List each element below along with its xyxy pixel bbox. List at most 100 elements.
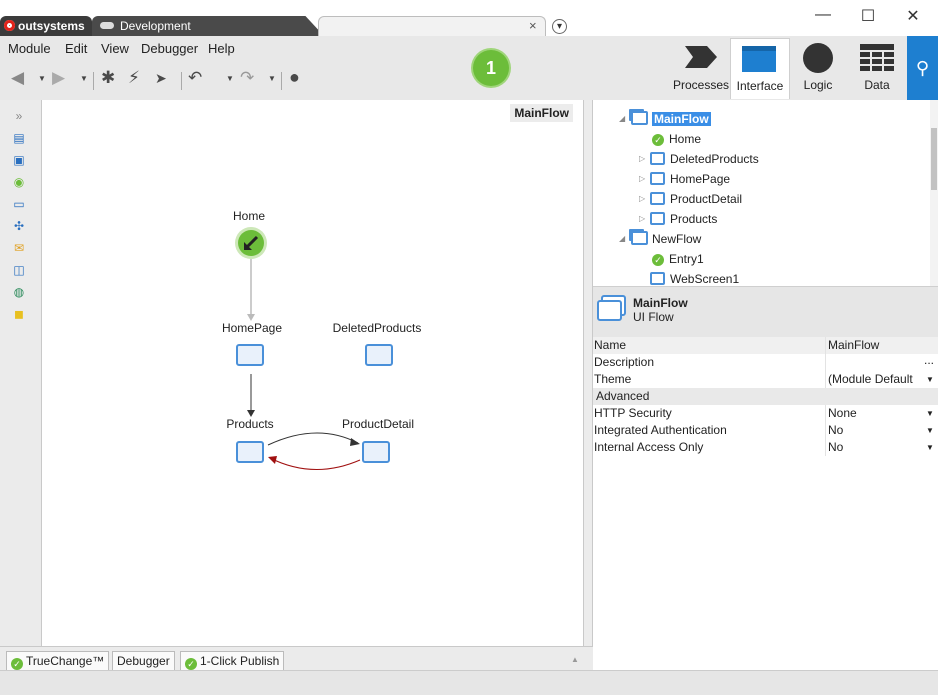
search-icon: ⚲ xyxy=(915,58,930,78)
tree-item-homepage[interactable]: HomePage xyxy=(650,170,730,188)
property-value[interactable]: MainFlow xyxy=(828,338,880,352)
property-value[interactable]: (Module Default xyxy=(828,372,913,386)
expand-arrow-icon[interactable]: ▷ xyxy=(639,214,646,223)
module-tree: ◢ MainFlow ✓Home ▷ DeletedProducts ▷ Hom… xyxy=(593,100,938,286)
expand-arrow-icon[interactable]: ▷ xyxy=(639,194,646,203)
publish-label: 1-Click Publish xyxy=(200,654,280,668)
screen-icon xyxy=(650,212,665,225)
tree-item-entry1[interactable]: ✓Entry1 xyxy=(652,250,704,268)
module-tab[interactable] xyxy=(318,16,546,36)
external-site-icon[interactable]: ◍ xyxy=(13,285,25,299)
brand-tab[interactable]: outsystems xyxy=(0,16,92,36)
form-widget-icon[interactable]: ▣ xyxy=(13,153,25,167)
table-widget-icon[interactable]: ▤ xyxy=(13,131,25,145)
tab-processes-label: Processes xyxy=(672,78,730,92)
tree-item-home[interactable]: ✓Home xyxy=(652,130,701,148)
plug-icon[interactable]: ⚡ xyxy=(128,68,140,87)
expand-panel-icon[interactable]: ▲ xyxy=(571,655,579,664)
homepage-screen-node[interactable] xyxy=(236,344,264,366)
tab-logic[interactable]: Logic xyxy=(789,38,847,98)
property-value[interactable]: No xyxy=(828,423,844,437)
home-entry-node[interactable] xyxy=(238,230,264,256)
dropdown-arrow-icon[interactable]: ▼ xyxy=(926,409,934,418)
undo-icon[interactable]: ↶ xyxy=(188,68,203,87)
dropdown-arrow-icon[interactable]: ▼ xyxy=(926,426,934,435)
processes-icon xyxy=(685,46,717,68)
block-widget-icon[interactable]: ✣ xyxy=(13,219,25,233)
menu-help[interactable]: Help xyxy=(208,41,235,56)
property-row-http-security[interactable]: HTTP Security None ▼ xyxy=(593,405,938,422)
entry-widget-icon[interactable]: ◉ xyxy=(13,175,25,189)
productdetail-screen-node[interactable] xyxy=(362,441,390,463)
dropdown-arrow-icon[interactable]: ▼ xyxy=(926,375,934,384)
menu-edit[interactable]: Edit xyxy=(65,41,88,56)
tree-item-webscreen1[interactable]: WebScreen1 xyxy=(650,270,739,286)
maximize-button[interactable]: ☐ xyxy=(860,8,876,25)
forward-icon[interactable]: ▶ xyxy=(52,68,66,87)
close-tab-icon[interactable]: × xyxy=(529,18,537,33)
tree-item-newflow[interactable]: NewFlow xyxy=(631,230,701,248)
merge-icon[interactable]: ➤ xyxy=(155,70,167,86)
tab-processes[interactable]: Processes xyxy=(672,38,730,98)
tree-item-products[interactable]: Products xyxy=(650,210,717,228)
properties-title: MainFlow xyxy=(633,296,688,310)
menu-module[interactable]: Module xyxy=(8,41,51,56)
dropdown-arrow-icon[interactable]: ▼ xyxy=(926,443,934,452)
forward-dropdown-icon[interactable]: ▼ xyxy=(80,74,88,83)
tree-scroll-thumb[interactable] xyxy=(931,128,937,190)
comment-icon[interactable]: ● xyxy=(289,67,300,87)
tree-scrollbar[interactable] xyxy=(930,100,938,286)
back-icon[interactable]: ◀ xyxy=(11,68,25,87)
environment-tab[interactable]: Development xyxy=(92,16,324,36)
back-dropdown-icon[interactable]: ▼ xyxy=(38,74,46,83)
property-value[interactable]: None xyxy=(828,406,857,420)
deletedproducts-screen-node[interactable] xyxy=(365,344,393,366)
menu-debugger[interactable]: Debugger xyxy=(141,41,199,56)
column-divider xyxy=(825,405,826,422)
tree-item-deletedproducts[interactable]: DeletedProducts xyxy=(650,150,759,168)
tab-interface[interactable]: Interface xyxy=(730,38,790,99)
debugger-tab[interactable]: Debugger xyxy=(112,651,175,670)
screen-widget-icon[interactable]: ▭ xyxy=(13,197,25,211)
redo-icon[interactable]: ↷ xyxy=(240,68,255,87)
email-widget-icon[interactable]: ✉ xyxy=(13,241,25,255)
property-row-description[interactable]: Description ... xyxy=(593,353,938,371)
tab-interface-label: Interface xyxy=(736,79,784,93)
tree-item-label: WebScreen1 xyxy=(670,272,740,286)
publish-counter-badge[interactable]: 1 xyxy=(473,50,509,86)
publish-tab[interactable]: ✓1-Click Publish xyxy=(180,651,285,670)
ellipsis-button[interactable]: ... xyxy=(924,353,935,367)
close-window-button[interactable]: ✕ xyxy=(906,8,920,25)
tree-item-label: HomePage xyxy=(670,172,731,186)
comment-widget-icon[interactable]: ◼ xyxy=(14,307,24,321)
tab-menu-icon[interactable]: ▾ xyxy=(552,19,567,34)
truechange-tab[interactable]: ✓TrueChange™ xyxy=(6,651,110,670)
flow-canvas[interactable]: MainFlow Home HomePage DeletedProducts P… xyxy=(42,100,583,646)
property-value[interactable]: No xyxy=(828,440,844,454)
undo-dropdown-icon[interactable]: ▼ xyxy=(226,74,234,83)
search-button[interactable]: ⚲ xyxy=(907,36,938,100)
property-row-name[interactable]: Name MainFlow xyxy=(593,337,938,354)
menu-view[interactable]: View xyxy=(101,41,129,56)
expand-chevron-icon[interactable]: » xyxy=(15,109,23,123)
data-icon xyxy=(860,44,894,71)
settings-gear-icon[interactable]: ✱ xyxy=(101,68,116,87)
tree-item-productdetail[interactable]: ProductDetail xyxy=(650,190,742,208)
popup-widget-icon[interactable]: ◫ xyxy=(13,263,25,277)
property-row-integrated-auth[interactable]: Integrated Authentication No ▼ xyxy=(593,422,938,439)
minimize-button[interactable]: — xyxy=(815,6,831,23)
pane-splitter[interactable] xyxy=(583,100,593,670)
node-homepage-label: HomePage xyxy=(221,321,283,335)
collapse-arrow-icon[interactable]: ◢ xyxy=(619,114,626,123)
tree-item-mainflow[interactable]: MainFlow xyxy=(631,110,711,128)
redo-dropdown-icon[interactable]: ▼ xyxy=(268,74,276,83)
expand-arrow-icon[interactable]: ▷ xyxy=(639,154,646,163)
widget-toolbox: » ▤ ▣ ◉ ▭ ✣ ✉ ◫ ◍ ◼ xyxy=(0,100,42,646)
products-screen-node[interactable] xyxy=(236,441,264,463)
collapse-arrow-icon[interactable]: ◢ xyxy=(619,234,626,243)
tab-data[interactable]: Data xyxy=(848,38,906,98)
property-row-theme[interactable]: Theme (Module Default ▼ xyxy=(593,371,938,388)
expand-arrow-icon[interactable]: ▷ xyxy=(639,174,646,183)
toolbar-separator xyxy=(181,72,182,90)
property-row-internal-access[interactable]: Internal Access Only No ▼ xyxy=(593,439,938,456)
